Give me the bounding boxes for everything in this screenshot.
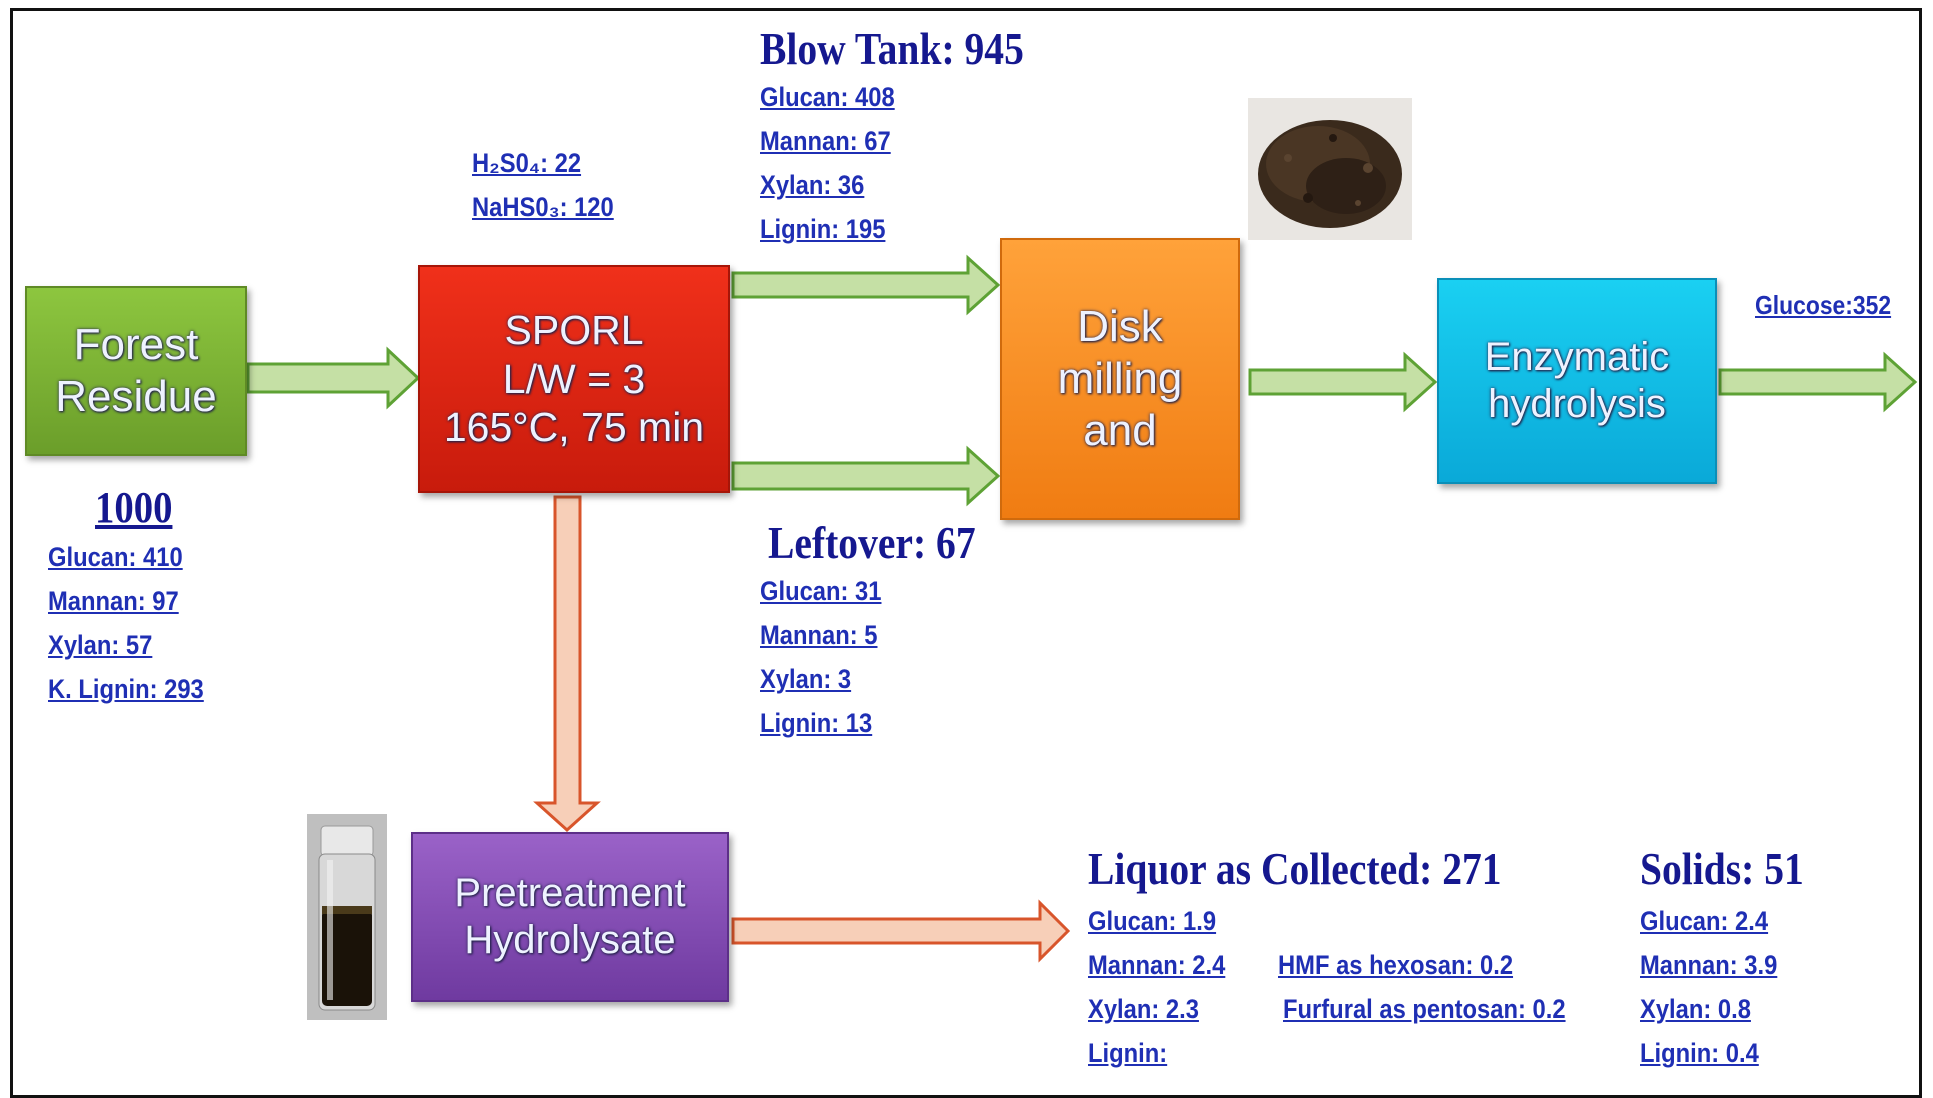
enzymatic-box-line1: Enzymatic (1484, 334, 1670, 379)
leftover-component: Mannan: 5 (760, 620, 878, 650)
leftover-component: Lignin: 13 (760, 708, 873, 738)
disk-box-line3: and (1083, 405, 1157, 455)
hydrolysate-vial-photo (307, 814, 387, 1020)
forest-component: K. Lignin: 293 (48, 674, 204, 704)
arrow-sporl-to-disk-upper (731, 254, 1001, 316)
sporl-box: SPORL L/W = 3 165°C, 75 min (418, 265, 730, 493)
sporl-box-line3: 165°C, 75 min (443, 404, 705, 451)
solids-component: Lignin: 0.4 (1640, 1038, 1759, 1068)
furfural-label: Furfural as pentosan: 0.2 (1283, 994, 1566, 1024)
disk-box-line2: milling (1057, 354, 1183, 404)
blow-tank-title: Blow Tank: 945 (760, 23, 1024, 74)
liquor-component: Mannan: 2.4 (1088, 950, 1226, 980)
forest-box-line2: Residue (55, 372, 217, 421)
disk-box-line1: Disk (1077, 302, 1163, 352)
arrow-forest-to-sporl (246, 346, 421, 410)
solids-component: Glucan: 2.4 (1640, 906, 1769, 936)
glucose-output-label: Glucose:352 (1755, 290, 1892, 320)
forest-box-line1: Forest (73, 320, 199, 370)
hmf-label: HMF as hexosan: 0.2 (1278, 950, 1514, 980)
sporl-box-line2: L/W = 3 (502, 355, 646, 402)
leftover-component: Xylan: 3 (760, 664, 852, 694)
solids-component: Mannan: 3.9 (1640, 950, 1778, 980)
blow-tank-component: Mannan: 67 (760, 126, 891, 156)
liquor-component: Xylan: 2.3 (1088, 994, 1199, 1024)
arrow-sporl-to-disk-lower (731, 445, 1001, 507)
enzymatic-box-line2: hydrolysis (1488, 382, 1666, 426)
forest-component: Mannan: 97 (48, 586, 179, 616)
arrow-disk-to-enzymatic (1248, 351, 1438, 413)
pretreatment-box-line2: Hydrolysate (464, 918, 676, 962)
leftover-component: Glucan: 31 (760, 576, 882, 606)
leftover-title: Leftover: 67 (768, 517, 976, 568)
arrow-pretreatment-to-liquor (731, 899, 1071, 963)
liquor-component: Glucan: 1.9 (1088, 906, 1217, 936)
forest-residue-box: Forest Residue (25, 286, 247, 456)
solids-component: Xylan: 0.8 (1640, 994, 1751, 1024)
arrow-sporl-to-pretreatment (533, 495, 601, 833)
liquor-component: Lignin: (1088, 1038, 1168, 1068)
h2so4-label: H₂S0₄: 22 (472, 148, 582, 178)
disk-milling-box: Disk milling and (1000, 238, 1240, 520)
pretreatment-box-line1: Pretreatment (454, 870, 686, 915)
nahso3-label: NaHS0₃: 120 (472, 192, 614, 222)
solids-title: Solids: 51 (1640, 843, 1804, 894)
liquor-title: Liquor as Collected: 271 (1088, 843, 1502, 894)
blow-tank-component: Glucan: 408 (760, 82, 895, 112)
pretreatment-hydrolysate-box: Pretreatment Hydrolysate (411, 832, 729, 1002)
sporl-box-line1: SPORL (504, 307, 644, 354)
forest-total: 1000 (95, 483, 173, 532)
enzymatic-hydrolysis-box: Enzymatic hydrolysis (1437, 278, 1717, 484)
forest-component: Glucan: 410 (48, 542, 183, 572)
forest-component: Xylan: 57 (48, 630, 153, 660)
arrow-enzymatic-to-glucose (1718, 351, 1918, 413)
blow-tank-component: Xylan: 36 (760, 170, 865, 200)
milled-residue-photo (1248, 98, 1412, 240)
blow-tank-component: Lignin: 195 (760, 214, 886, 244)
